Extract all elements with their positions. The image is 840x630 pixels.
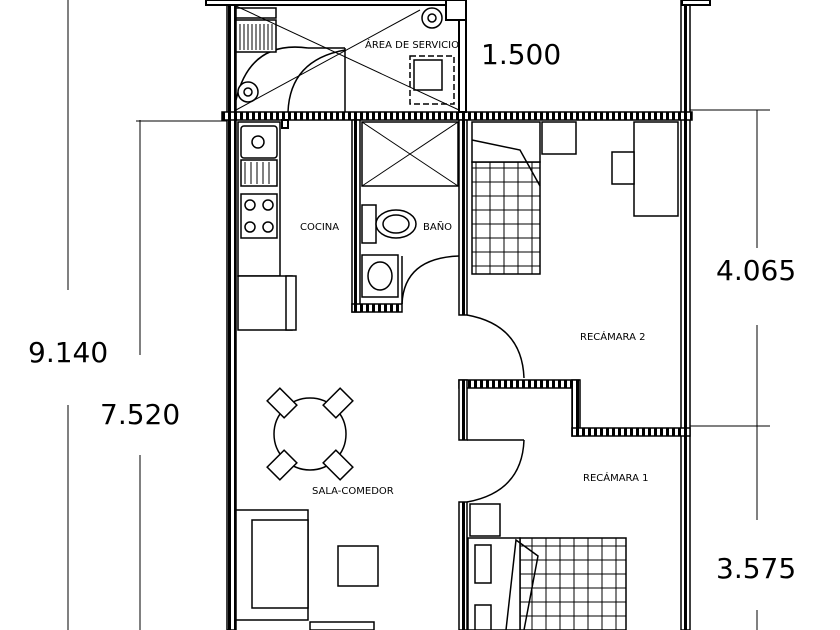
- dimension-4065: 4.065: [716, 254, 796, 287]
- dimension-lines: [67, 0, 770, 630]
- kitchen-fixtures: [237, 121, 297, 331]
- living-dining-furniture: [235, 387, 379, 630]
- dimension-1500: 1.500: [481, 38, 561, 71]
- bath-fixtures: [361, 121, 459, 298]
- label-bedroom-2: RECÁMARA 2: [580, 330, 645, 343]
- label-living-dining: SALA-COMEDOR: [312, 486, 394, 497]
- bedroom-2-furniture: [471, 121, 679, 275]
- label-kitchen: COCINA: [300, 222, 339, 233]
- doors: [235, 46, 525, 503]
- bedroom-1-furniture: [467, 503, 627, 630]
- dimension-3575: 3.575: [716, 552, 796, 585]
- label-service-area: ÁREA DE SERVICIO: [365, 38, 459, 51]
- walls: [205, 0, 711, 630]
- dimension-7520: 7.520: [100, 398, 180, 431]
- label-bath: BAÑO: [423, 220, 452, 233]
- service-area-fixtures: [235, 5, 460, 111]
- dimension-9140: 9.140: [28, 336, 108, 369]
- label-bedroom-1: RECÁMARA 1: [583, 471, 648, 484]
